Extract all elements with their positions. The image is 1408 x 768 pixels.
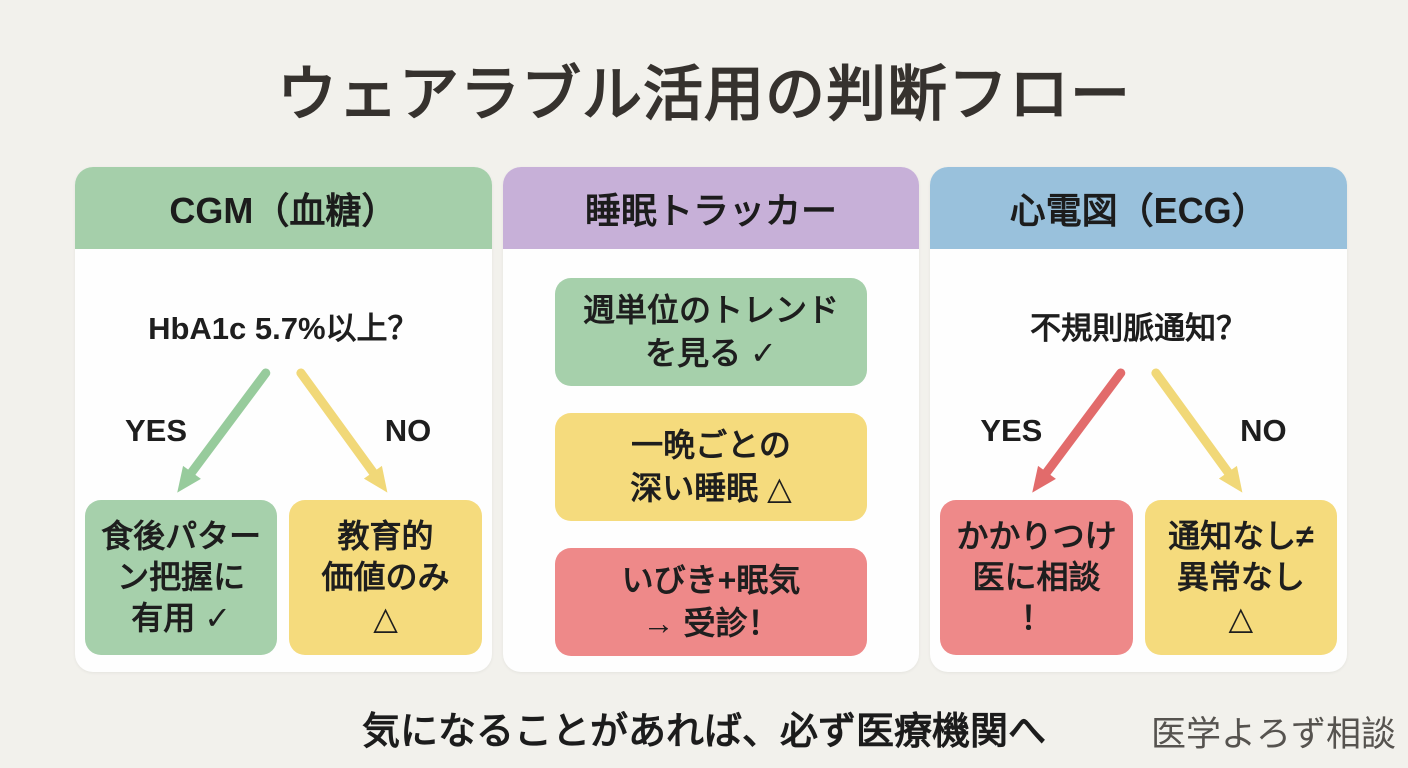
- card-sleep: 睡眠トラッカー 週単位のトレンド を見る ✓ 一晩ごとの 深い睡眠 △ いびき+…: [502, 167, 920, 672]
- sleep-item-box: 週単位のトレンド を見る ✓: [554, 278, 868, 386]
- sleep-item-box: いびき+眠気 → 受診！: [554, 548, 868, 656]
- no-arrow: [1151, 368, 1243, 493]
- card-ecg: 心電図（ECG） 不規則脈通知？ YES NO かかりつけ 医に相談 ！ 通知な…: [930, 167, 1348, 672]
- ecg-yes-outcome-box: かかりつけ 医に相談 ！: [940, 500, 1133, 655]
- cgm-branch-arrows: [177, 368, 388, 493]
- page-title: ウェアラブル活用の判断フロー: [277, 61, 1131, 128]
- card-ecg-header: 心電図（ECG）: [930, 167, 1348, 249]
- no-arrow: [296, 368, 388, 493]
- cgm-outcomes: 食後パター ン把握に 有用 ✓ 教育的 価値のみ △: [85, 500, 482, 655]
- card-cgm-header: CGM（血糖）: [75, 167, 492, 249]
- yes-label: YES: [124, 413, 188, 448]
- ecg-outcomes: かかりつけ 医に相談 ！ 通知なし≠ 異常なし △: [940, 500, 1338, 655]
- ecg-no-outcome-box: 通知なし≠ 異常なし △: [1144, 500, 1338, 655]
- watermark: 医学よろず相談: [1150, 715, 1396, 755]
- sleep-items: 週単位のトレンド を見る ✓ 一晩ごとの 深い睡眠 △ いびき+眠気 → 受診！: [554, 278, 868, 656]
- cgm-question: HbA1c 5.7%以上？: [148, 311, 419, 346]
- yes-arrow: [1032, 368, 1126, 493]
- card-sleep-header: 睡眠トラッカー: [502, 167, 920, 249]
- ecg-question: 不規則脈通知？: [1030, 311, 1248, 346]
- footer-advice: 気になることがあれば、必ず医療機関へ: [361, 711, 1046, 753]
- cgm-branch-zone: YES NO: [75, 365, 492, 495]
- ecg-branch-arrows: [1032, 368, 1243, 493]
- cgm-yes-outcome-box: 食後パター ン把握に 有用 ✓: [85, 500, 278, 655]
- yes-arrow: [177, 368, 271, 493]
- flow-columns: CGM（血糖） HbA1c 5.7%以上？ YES NO 食後パター ン把握に …: [75, 167, 1348, 672]
- sleep-item-box: 一晩ごとの 深い睡眠 △: [554, 413, 868, 521]
- no-label: NO: [384, 413, 432, 448]
- ecg-branch-zone: YES NO: [930, 365, 1347, 495]
- yes-label: YES: [980, 413, 1043, 448]
- no-label: NO: [1240, 413, 1287, 448]
- card-cgm: CGM（血糖） HbA1c 5.7%以上？ YES NO 食後パター ン把握に …: [75, 167, 492, 672]
- cgm-no-outcome-box: 教育的 価値のみ △: [289, 500, 482, 655]
